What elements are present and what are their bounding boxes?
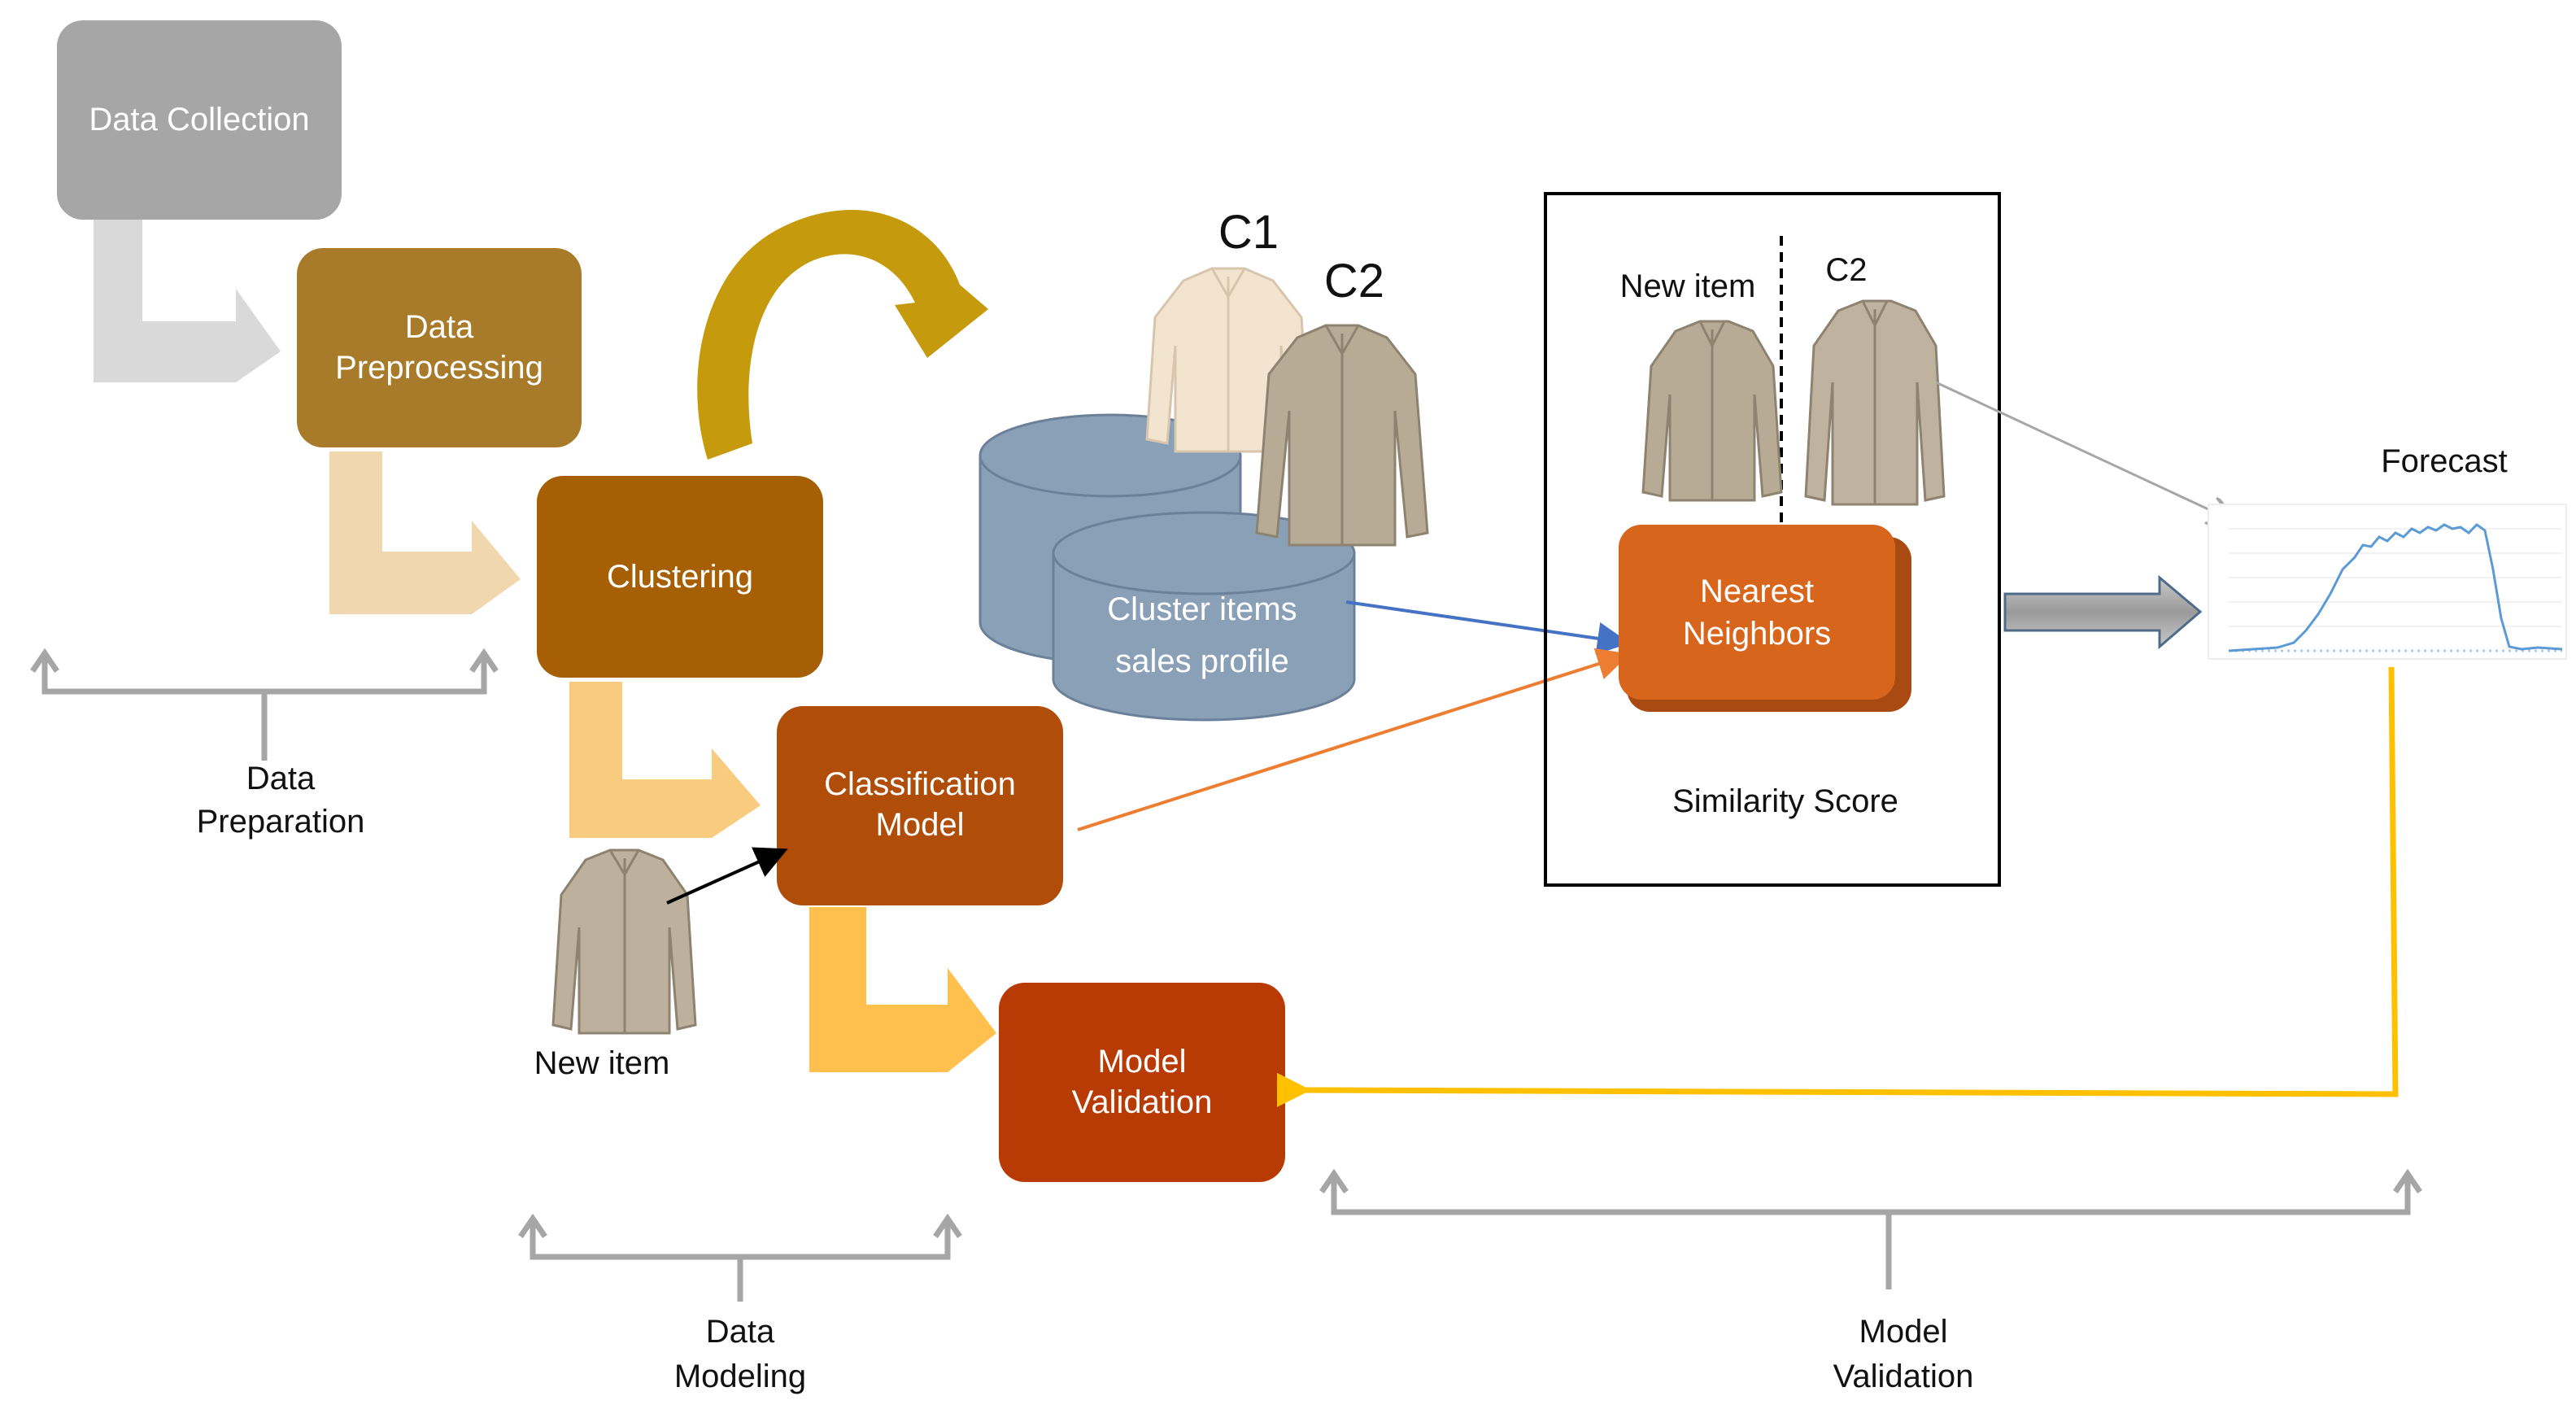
flow-arrow-collection-to-preprocessing [94,220,281,382]
classification-model-box: Classification Model [777,706,1063,905]
bracket-model-validation-label-line1: Model [1859,1314,1948,1350]
clustering-label: Clustering [607,559,753,595]
cluster-db-to-neighbors-arrow [1345,600,1630,655]
shirt-c2-image [1255,324,1429,547]
bracket-data-preparation [30,648,499,761]
bracket-model-validation [1319,1168,2422,1289]
bracket-data-preparation-label-line2: Preparation [197,804,365,840]
c2-to-forecast-arrow [1935,381,2233,521]
cluster-db-label-line1: Cluster items [1107,591,1297,627]
classification-model-label-line2: Model [876,807,965,843]
data-preprocessing-label-line2: Preprocessing [335,350,543,386]
similarity-panel [1544,192,2001,887]
flow-arrow-clustering-to-classification [569,682,761,838]
nearest-neighbors-box: Nearest Neighbors [1619,525,1911,712]
cluster-c2-label: C2 [1324,255,1384,308]
clustering-box: Clustering [537,476,823,678]
flow-arrow-classification-to-validation [809,907,996,1072]
cluster-db-label-line2: sales profile [1115,643,1288,679]
similarity-c2-shirt [1804,299,1946,506]
circular-arrow [697,209,988,460]
bracket-data-modeling [518,1213,962,1302]
model-validation-box: Model Validation [999,983,1285,1182]
nearest-neighbors-label-line1: Nearest [1700,574,1814,609]
panel-to-forecast-block-arrow [2003,574,2203,650]
validation-feedback-line [1276,666,2399,1107]
classification-to-neighbors-arrow [1077,648,1630,831]
bracket-data-modeling-label-line1: Data [706,1314,775,1350]
nearest-neighbors-label-line2: Neighbors [1683,616,1831,652]
data-collection-box: Data Collection [57,20,342,220]
shirt-new-item-image [551,848,697,1035]
data-preprocessing-label-line1: Data [405,309,474,345]
data-preprocessing-box: Data Preprocessing [297,248,582,447]
model-validation-label-line2: Validation [1072,1084,1213,1120]
new-item-label: New item [534,1045,670,1081]
cluster-database-front: Cluster items sales profile [1052,511,1356,722]
model-validation-label-line1: Model [1098,1044,1187,1080]
similarity-score-label: Similarity Score [1672,783,1898,819]
similarity-new-item-shirt [1641,320,1783,502]
forecast-label: Forecast [2381,443,2508,479]
similarity-c2-label: C2 [1825,252,1867,288]
bracket-data-modeling-label-line2: Modeling [674,1359,806,1394]
forecast-chart [2208,504,2567,660]
new-item-to-classification-arrow [666,847,788,905]
flow-arrow-preprocessing-to-clustering [329,451,521,614]
cluster-c1-label: C1 [1218,206,1279,259]
bracket-model-validation-label-line2: Validation [1833,1359,1974,1394]
bracket-data-preparation-label-line1: Data [246,761,316,796]
similarity-new-item-label: New item [1620,268,1756,304]
data-collection-label: Data Collection [89,102,309,137]
classification-model-label-line1: Classification [824,766,1016,802]
